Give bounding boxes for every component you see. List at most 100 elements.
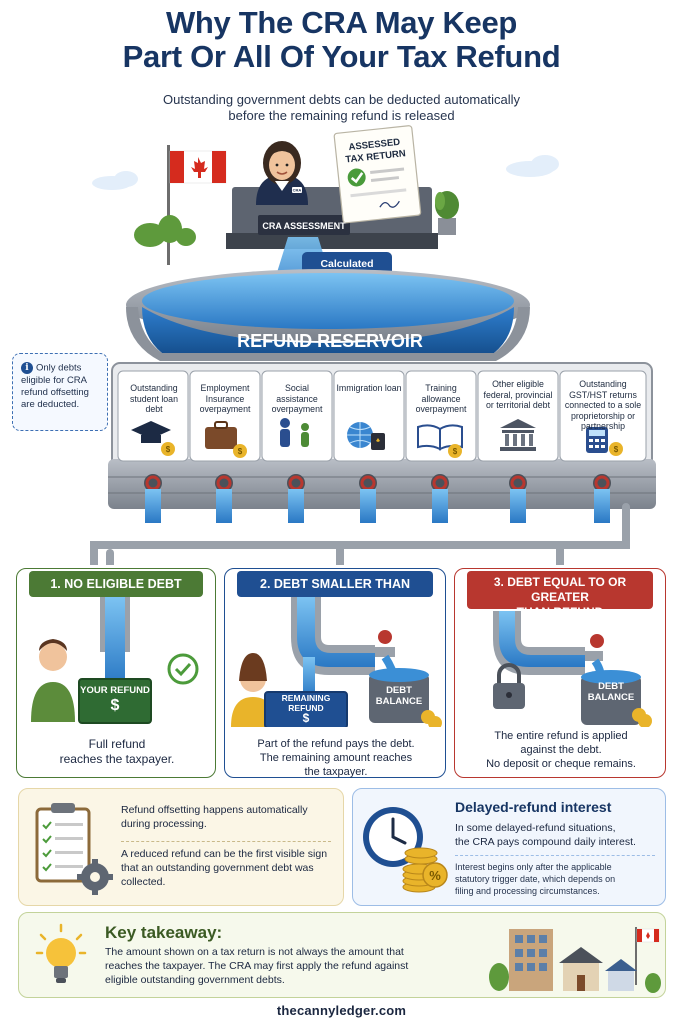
takeaway-line-1: The amount shown on a tax return is not … [105, 946, 404, 958]
dollar-icon: $ [302, 711, 310, 725]
debt-label-social-assistance: Social assistance overpayment [271, 383, 323, 414]
interest-text-1: In some delayed-refund situations, the C… [455, 821, 661, 849]
offsetting-text-2: A reduced refund can be the first visibl… [121, 847, 337, 889]
scenario-greater-debt-card: 3. DEBT EQUAL TO OR GREATER THAN REFUND … [454, 568, 666, 778]
interest-line-2a: Interest begins only after the applicabl… [455, 862, 612, 872]
book-icon: $ [417, 424, 463, 458]
interest-line-2b: statutory trigger date, which depends on [455, 874, 616, 884]
scenario-3-heading: 3. DEBT EQUAL TO OR GREATER THAN REFUND [467, 571, 653, 619]
offsetting-line-2b: that an outstanding government debt was [121, 862, 314, 874]
title-line-1: Why The CRA May Keep [165, 5, 518, 40]
full-refund-illustration [31, 597, 199, 724]
lock-icon [493, 663, 525, 709]
flow-label-line-1: Calculated [320, 258, 373, 270]
debt-label-immigration-loan: Immigration loan [336, 383, 402, 393]
scenario-3-text-line-1: The entire refund is applied [494, 730, 628, 742]
remaining-refund-line-2: REFUND [288, 703, 324, 713]
desk-label: CRA ASSESSMENT [262, 221, 346, 231]
debt-label-employment-insurance: Employment Insurance overpayment [199, 383, 251, 414]
offsetting-line-1b: during processing. [121, 818, 207, 830]
debt-balance-line-1: DEBT [386, 685, 412, 696]
lightbulb-icon [35, 923, 87, 983]
scenario-1-heading: 1. NO ELIGIBLE DEBT [29, 571, 203, 597]
graduation-cap-icon: $ [131, 421, 175, 456]
page-subtitle: Outstanding government debts can be dedu… [90, 92, 593, 124]
title-line-2: Part Or All Of Your Tax Refund [122, 39, 561, 74]
partial-refund-illustration [231, 597, 442, 727]
offsetting-line-2c: collected. [121, 876, 166, 888]
scenario-3-heading-line-1: 3. DEBT EQUAL TO OR GREATER [493, 575, 627, 604]
scenario-1-text-line-1: Full refund [88, 737, 146, 751]
plant-icon [435, 191, 459, 235]
interest-box-title: Delayed-refund interest [455, 799, 612, 815]
debt-balance-line-1: DEBT [598, 681, 624, 692]
document-label-line-1: ASSESSED [348, 137, 401, 153]
interest-line-2c: filing and processing circumstances. [455, 886, 600, 896]
percent-coin-icon [422, 862, 448, 888]
scenario-smaller-debt-card: 2. DEBT SMALLER THAN REFUND REMAINING RE… [224, 568, 446, 778]
svg-text:$: $ [614, 445, 619, 454]
scenario-1-text-line-2: reaches the taxpayer. [59, 752, 175, 766]
debt-balance-label: DEBT BALANCE [369, 685, 429, 707]
refund-illustration: CRA ASSESSED TAX RETURN CRA ASSESSMENT C… [0, 125, 683, 569]
scenario-2-text: Part of the refund pays the debt. The re… [233, 737, 439, 779]
debt-balance-line-2: BALANCE [587, 692, 635, 703]
info-icon: i [21, 362, 33, 374]
calculator-icon: $ [586, 427, 623, 456]
check-icon [167, 653, 199, 685]
valve-icon [378, 630, 392, 644]
neighbourhood-icon [489, 927, 661, 993]
reservoir-label: REFUND RESERVOIR [237, 331, 423, 351]
scenario-3-text-line-2: against the debt. [520, 744, 602, 756]
key-takeaway-box: Key takeaway: The amount shown on a tax … [18, 912, 666, 998]
svg-text:$: $ [453, 447, 458, 456]
refund-sign [78, 678, 152, 724]
scenario-3-text: The entire refund is applied against the… [463, 729, 659, 771]
debt-label-gst-hst: Outstanding GST/HST returns connected to… [564, 379, 642, 431]
page-title: Why The CRA May Keep Part Or All Of Your… [0, 6, 683, 74]
takeaway-line-3: eligible outstanding government debts. [105, 974, 285, 986]
svg-text:%: % [429, 868, 441, 883]
scenario-3-heading-line-2: THAN REFUND [516, 605, 604, 619]
debt-label-student-loan: Outstanding student loan debt [130, 383, 178, 414]
distribution-pipes [90, 503, 630, 569]
valve-outlets [144, 474, 611, 523]
refund-sign-label: YOUR REFUND [80, 685, 150, 696]
cloud-icon [92, 155, 559, 190]
scenario-2-heading: 2. DEBT SMALLER THAN REFUND [237, 571, 433, 617]
dollar-icon: $ [110, 697, 120, 714]
takeaway-text: The amount shown on a tax return is not … [105, 945, 475, 987]
bush-icon [134, 215, 196, 247]
checklist-icon [35, 803, 113, 895]
debt-balance-tank [581, 675, 641, 725]
debt-balance-line-2: BALANCE [375, 696, 423, 707]
interest-text-2: Interest begins only after the applicabl… [455, 861, 661, 897]
eligibility-note-text: Only debts eligible for CRA refund offse… [21, 362, 89, 410]
interest-line-1b: the CRA pays compound daily interest. [455, 836, 636, 848]
interest-line-1a: In some delayed-refund situations, [455, 822, 616, 834]
globe-passport-icon [347, 422, 385, 450]
scenario-no-debt-card: 1. NO ELIGIBLE DEBT YOUR REFUND $ Full r… [16, 568, 216, 778]
reservoir-scene: CRA ASSESSED TAX RETURN CRA ASSESSMENT C… [90, 125, 656, 569]
canada-flag-icon [167, 145, 227, 265]
tax-return-document-icon: ASSESSED TAX RETURN [333, 125, 422, 224]
full-offset-illustration [493, 611, 652, 727]
debt-balance-tank [369, 673, 429, 723]
debt-balance-label: DEBT BALANCE [581, 681, 641, 703]
divider [455, 855, 655, 856]
takeaway-line-2: reaches the taxpayer. The CRA may first … [105, 960, 409, 972]
government-building-icon [500, 419, 536, 451]
scenario-2-text-line-2: The remaining amount reaches [259, 752, 413, 764]
debt-label-other-government: Other eligible federal, provincial or te… [483, 379, 553, 410]
subtitle-line-2: before the remaining refund is released [228, 108, 455, 123]
scenario-3-text-line-3: No deposit or cheque remains. [486, 758, 636, 770]
offsetting-line-1a: Refund offsetting happens automatically [121, 804, 308, 816]
site-footer: thecannyledger.com [276, 1003, 407, 1018]
scenario-2-text-line-1: Part of the refund pays the debt. [257, 738, 415, 750]
gear-icon [77, 859, 113, 895]
scenario-1-text: Full refund reaches the taxpayer. [25, 737, 209, 767]
briefcase-icon: $ [205, 421, 247, 458]
svg-text:$: $ [238, 447, 243, 456]
scenario-2-text-line-3: the taxpayer. [304, 766, 368, 778]
